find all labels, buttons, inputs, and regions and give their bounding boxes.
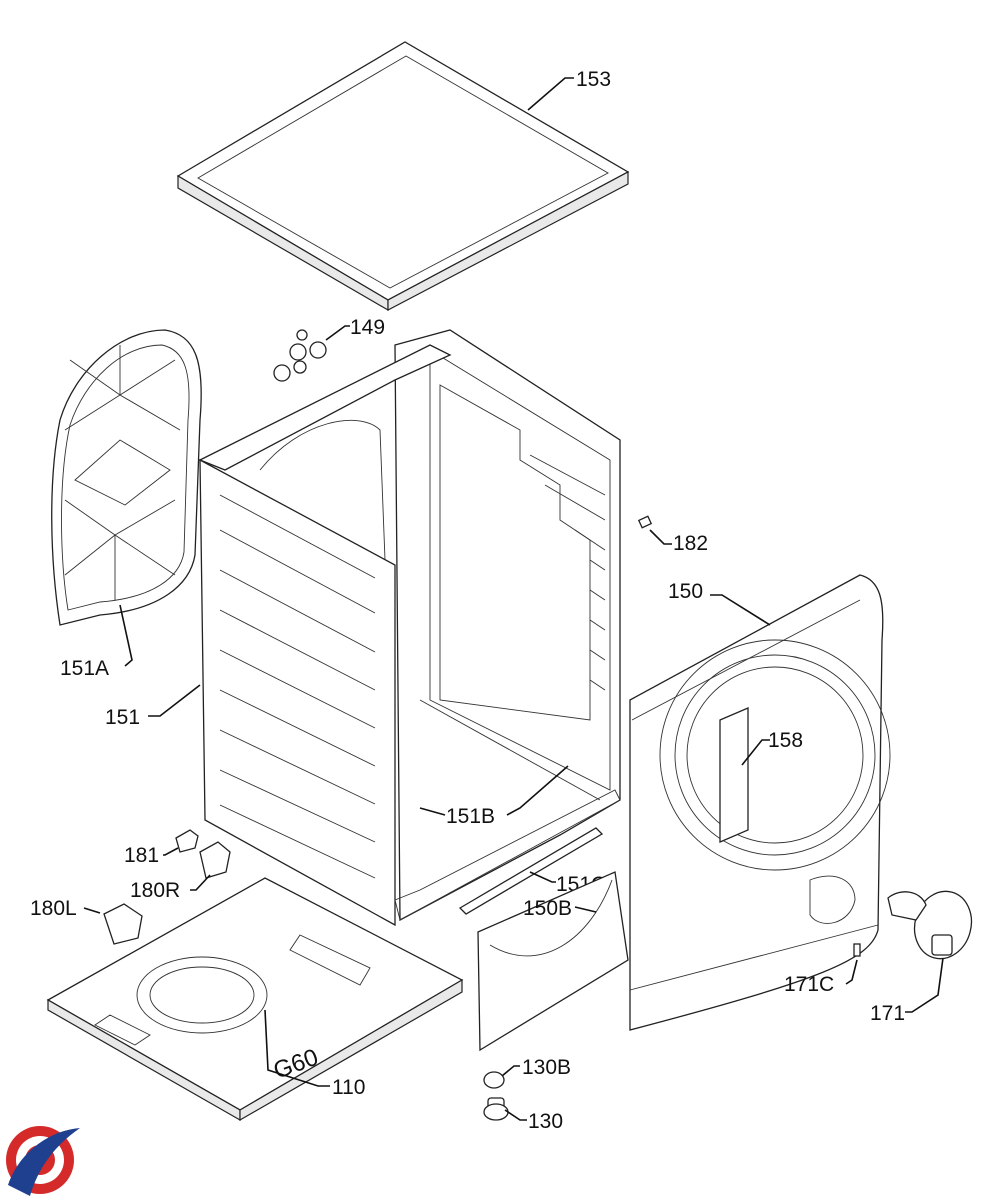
callout-149: 149	[350, 316, 385, 339]
callout-153: 153	[576, 68, 611, 91]
callout-151b: 151B	[446, 805, 495, 828]
pump-valve-part	[483, 1097, 509, 1121]
front-panel-part	[629, 574, 891, 1031]
clip-part	[637, 515, 653, 529]
pin-part	[853, 943, 861, 957]
callout-180r: 180R	[130, 879, 180, 902]
rear-panel-part	[51, 329, 202, 626]
callout-150: 150	[668, 580, 703, 603]
foot-bracket-181-part	[175, 829, 199, 853]
callout-151: 151	[105, 706, 140, 729]
brand-logo	[6, 1126, 80, 1196]
callout-151a: 151A	[60, 657, 109, 680]
cabinet-part	[198, 329, 621, 927]
pump-cap-part	[483, 1071, 505, 1089]
callout-130: 130	[528, 1110, 563, 1133]
callout-110: 110	[332, 1076, 365, 1099]
foot-bracket-right-part	[199, 841, 231, 879]
foot-bracket-left-part	[103, 903, 143, 945]
callout-180l: 180L	[30, 897, 77, 920]
callout-150b: 150B	[523, 897, 572, 920]
callout-158: 158	[768, 729, 803, 752]
callout-171: 171	[870, 1002, 905, 1025]
hinge-bracket-part	[719, 707, 749, 843]
filter-cap-part	[887, 890, 973, 960]
bushing-set-part	[273, 329, 327, 382]
callout-130b: 130B	[522, 1056, 571, 1079]
kick-panel-part	[477, 871, 629, 1052]
callout-171c: 171C	[784, 973, 834, 996]
base-frame-part	[46, 877, 464, 1122]
callout-181: 181	[124, 844, 159, 867]
callout-182: 182	[673, 532, 708, 555]
top-cover-part	[176, 41, 630, 312]
support-strip-part	[458, 827, 604, 915]
